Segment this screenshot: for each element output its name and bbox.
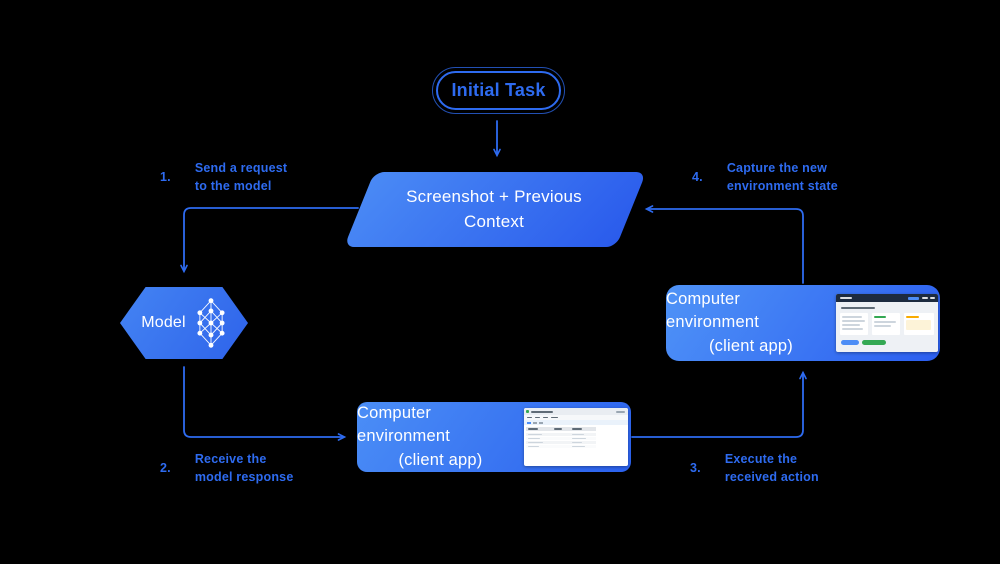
thumb-desk-titlebar: [524, 408, 628, 415]
thumb-web-nav-link: [922, 297, 928, 299]
thumb-web-nav-link2: [930, 297, 935, 299]
context-node-label: Screenshot + Previous Context: [344, 172, 616, 247]
thumb-desk-toolbar: [524, 420, 628, 425]
thumb-web-heading: [841, 307, 875, 309]
arrow-env-right-to-context: [644, 205, 804, 284]
thumb-desk-menubar: [524, 415, 628, 420]
env-bottom-line2: (client app): [398, 450, 483, 469]
desktop-app-screenshot: [524, 408, 628, 466]
context-line2: Context: [464, 211, 524, 231]
step-1-label: 1. Send a request to the model: [160, 159, 287, 195]
thumb-web-topbar: [836, 294, 938, 302]
thumb-desk-window-controls: [616, 410, 625, 413]
arrow-context-to-model: [180, 207, 359, 274]
thumb-desk-title: [531, 410, 553, 413]
step-1-number: 1.: [160, 170, 171, 185]
thumb-web-green-button: [862, 340, 886, 345]
arrow-env-bottom-to-env-right: [631, 370, 807, 438]
env-right-node: Computer environment (client app): [666, 285, 940, 361]
step-3-number: 3.: [690, 461, 701, 476]
step-1-text: Send a request to the model: [194, 161, 288, 194]
arrow-model-to-env-bottom: [183, 366, 347, 441]
neural-network-icon: [197, 298, 225, 348]
thumb-web-logo: [840, 297, 852, 299]
context-node: Screenshot + Previous Context: [344, 172, 647, 247]
thumb-desk-app-icon: [526, 410, 529, 413]
context-line1: Screenshot + Previous: [406, 186, 582, 206]
thumb-web-card3: [904, 313, 934, 335]
model-node: Model: [120, 287, 248, 359]
thumb-web-blue-button: [841, 340, 859, 345]
step-4-label: 4. Capture the new environment state: [692, 159, 838, 195]
initial-task-label: Initial Task: [451, 80, 546, 100]
initial-task-node: Initial Task: [432, 67, 565, 114]
step-4-number: 4.: [692, 170, 703, 185]
step-2-label: 2. Receive the model response: [160, 450, 294, 486]
step-4-text: Capture the new environment state: [726, 161, 838, 194]
thumb-web-nav-button: [908, 296, 919, 300]
env-right-line1: Computer environment: [666, 290, 759, 332]
env-bottom-node: Computer environment (client app): [357, 402, 631, 472]
step-3-text: Execute the received action: [724, 452, 819, 485]
env-bottom-line1: Computer environment: [357, 404, 450, 446]
thumb-web-card1: [840, 313, 868, 335]
step-2-text: Receive the model response: [194, 452, 294, 485]
web-app-screenshot: [836, 294, 938, 352]
thumb-web-card2: [872, 313, 900, 335]
env-right-line2: (client app): [708, 336, 794, 355]
env-right-label: Computer environment (client app): [666, 288, 836, 357]
step-2-number: 2.: [160, 461, 171, 476]
env-bottom-label: Computer environment (client app): [357, 402, 524, 471]
model-label: Model: [141, 314, 186, 331]
step-3-label: 3. Execute the received action: [690, 450, 819, 486]
